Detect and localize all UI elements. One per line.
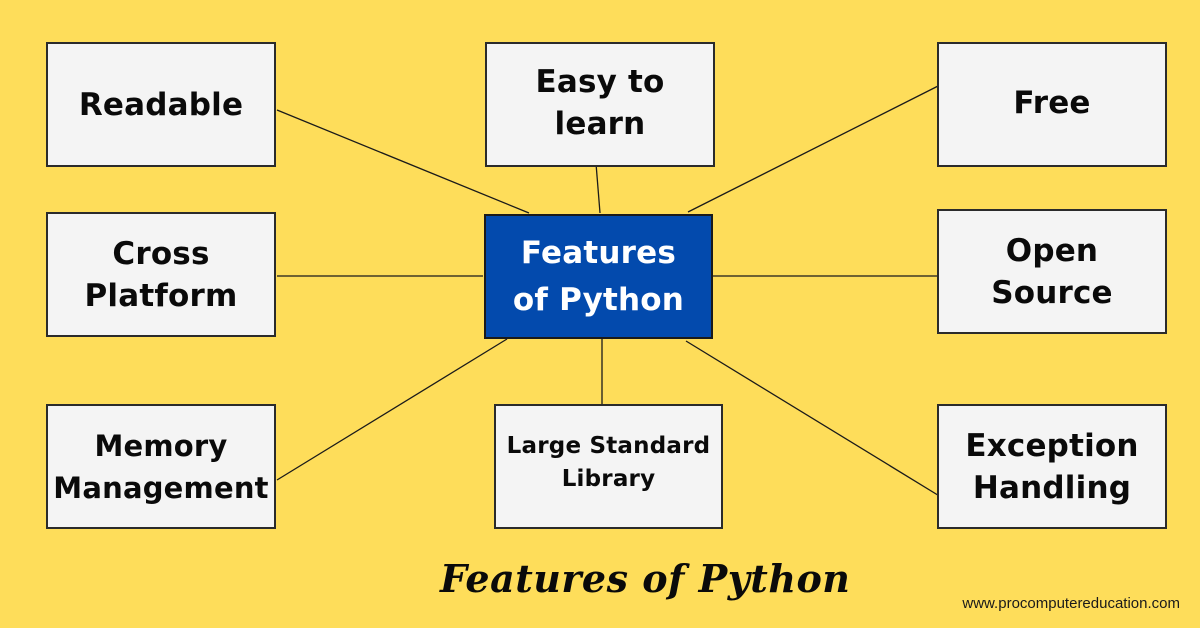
node-readable: Readable — [46, 42, 276, 167]
center-label: Features of Python — [512, 234, 685, 318]
node-cross-platform: Cross Platform — [46, 212, 276, 337]
node-label: Memory Management — [53, 428, 269, 505]
node-label: Free — [1013, 84, 1091, 121]
node-label: Easy to learn — [535, 63, 665, 142]
edge-readable — [276, 109, 530, 214]
node-label: Large Standard Library — [506, 432, 711, 492]
edge-exception-handling — [685, 340, 942, 498]
edge-free — [687, 80, 949, 213]
edge-memory-management — [276, 338, 508, 481]
node-label: Readable — [78, 86, 244, 123]
node-label: Open Source — [991, 232, 1113, 311]
node-easy-to-learn: Easy to learn — [485, 42, 715, 167]
node-label: Exception Handling — [965, 427, 1139, 506]
node-center-features-of-python: Features of Python — [484, 214, 713, 339]
node-label: Cross Platform — [84, 235, 238, 314]
footer-url[interactable]: www.procomputereducation.com — [962, 595, 1180, 612]
node-open-source: Open Source — [937, 209, 1167, 334]
node-exception-handling: Exception Handling — [937, 404, 1167, 529]
node-large-standard-library: Large Standard Library — [494, 404, 723, 529]
node-free: Free — [937, 42, 1167, 167]
node-memory-management: Memory Management — [46, 404, 276, 529]
footer-title: Features of Python — [440, 556, 851, 601]
